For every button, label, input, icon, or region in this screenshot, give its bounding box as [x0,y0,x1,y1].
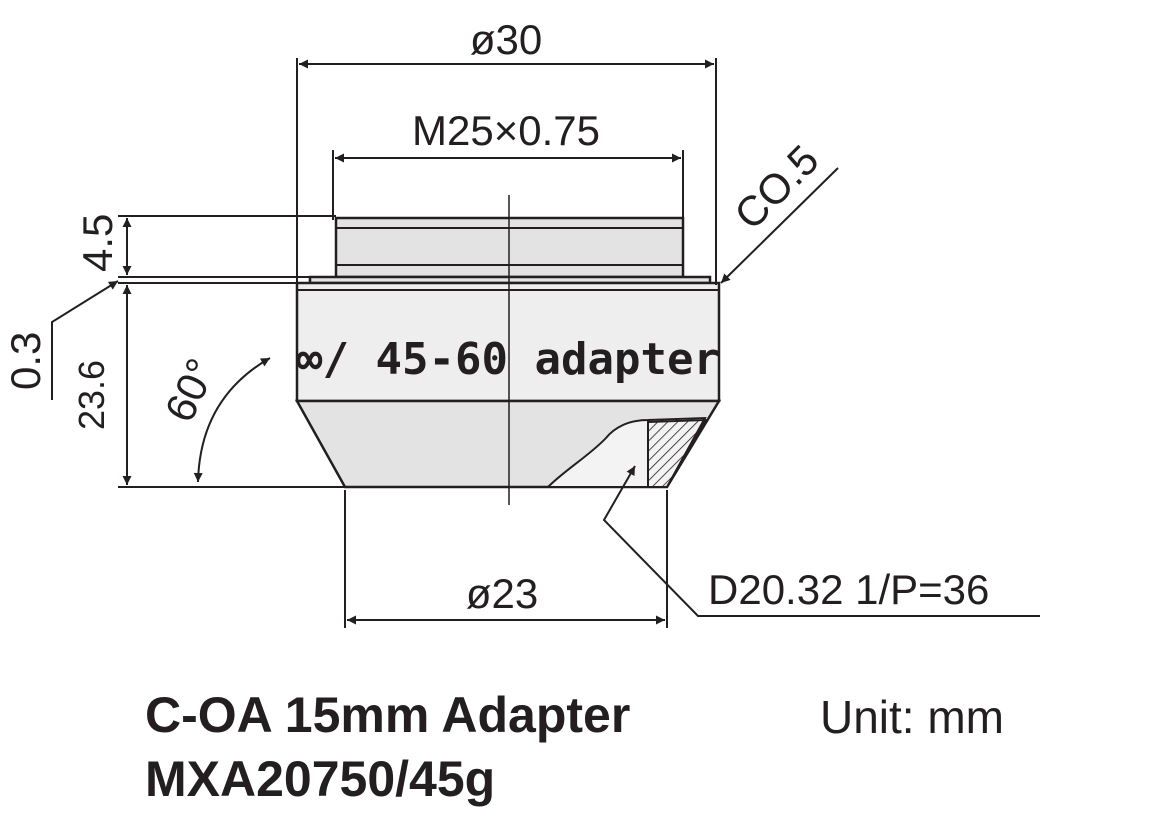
mount-thread-label: D20.32 1/P=36 [708,566,989,613]
adapter-part [294,216,722,489]
chamfer-label: CO.5 [725,136,828,239]
thread-label: M25×0.75 [412,107,600,154]
gap-leader [51,280,119,400]
cylinder-body [295,281,721,403]
bottom-diameter-label: ø23 [466,570,538,617]
product-title: C-OA 15mm Adapter [145,687,631,743]
gap-label: 0.3 [2,332,49,390]
outer-diameter-label: ø30 [470,16,542,63]
section-hatch [647,418,707,488]
angle-label: 60° [156,351,225,428]
angle-arc [193,357,271,483]
mount-thread-leader [602,465,1040,617]
unit-label: Unit: mm [820,691,1004,743]
chamfer-leader [720,167,839,284]
model-number: MXA20750/45g [145,751,496,807]
body-height-label: 23.6 [71,360,112,430]
engraving-text: ∞/ 45-60 adapter [296,334,720,385]
thread-height-label: 4.5 [74,214,121,272]
